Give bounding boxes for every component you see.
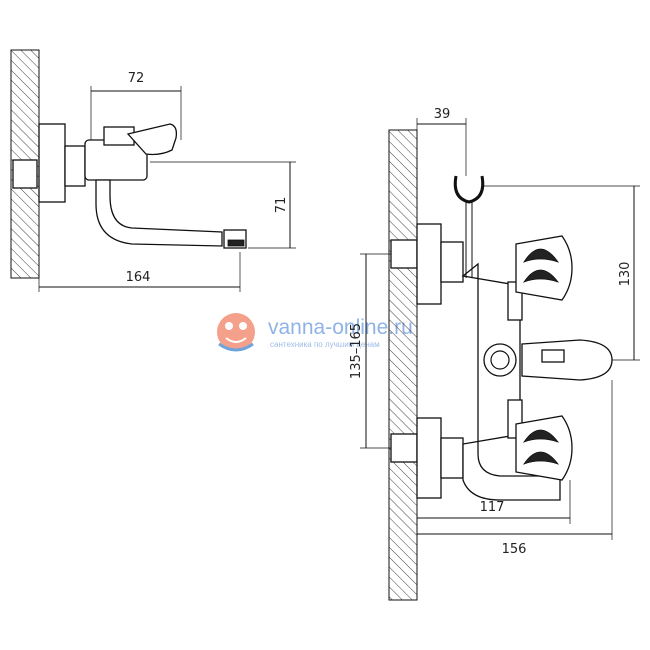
- wall-hatch-right: [388, 129, 418, 601]
- escutcheon-left: [38, 123, 66, 203]
- spout-front-cap: [541, 349, 565, 363]
- dim-label-117: 117: [480, 500, 505, 515]
- dim-label-156: 156: [502, 542, 527, 557]
- dim-label-39: 39: [434, 107, 451, 122]
- mixer-body-left: [84, 139, 148, 181]
- spout-front: [521, 339, 613, 381]
- dim-label-71: 71: [274, 197, 289, 214]
- aerator-tip: [227, 239, 245, 247]
- shower-holder-icon: [453, 175, 485, 204]
- watermark-site: vanna-online.ru: [268, 316, 413, 339]
- watermark: vanna-online.ru сантехника по лучшим цен…: [217, 313, 413, 352]
- wall-connector-top: [390, 239, 418, 269]
- handle-top-mark-a: [523, 248, 560, 263]
- front-view: 39 130 135–165 117 156: [349, 107, 640, 601]
- side-view: 72 71 164: [10, 49, 296, 292]
- frog-logo-icon: [217, 313, 255, 351]
- eccentric-top: [440, 241, 464, 283]
- lever-handle: [126, 123, 178, 156]
- dim-label-72: 72: [128, 71, 145, 86]
- handle-top-mark-b: [522, 269, 560, 283]
- dim-label-164: 164: [126, 270, 151, 285]
- spout: [95, 179, 223, 247]
- wall-connector-bottom: [390, 433, 418, 463]
- handle-bottom-mark-b: [522, 451, 560, 465]
- eccentric-bottom: [440, 437, 464, 479]
- dim-label-center: 135–165: [349, 323, 364, 379]
- handle-bottom-mark-a: [522, 429, 560, 443]
- handle-bottom: [515, 415, 573, 481]
- handle-top: [515, 235, 573, 301]
- escutcheon-bottom: [416, 417, 442, 499]
- wall-connector-left: [12, 159, 38, 189]
- dim-label-130: 130: [618, 262, 633, 287]
- escutcheon-top: [416, 223, 442, 305]
- watermark-slogan: сантехника по лучшим ценам: [270, 340, 380, 349]
- eccentric-left: [64, 145, 86, 187]
